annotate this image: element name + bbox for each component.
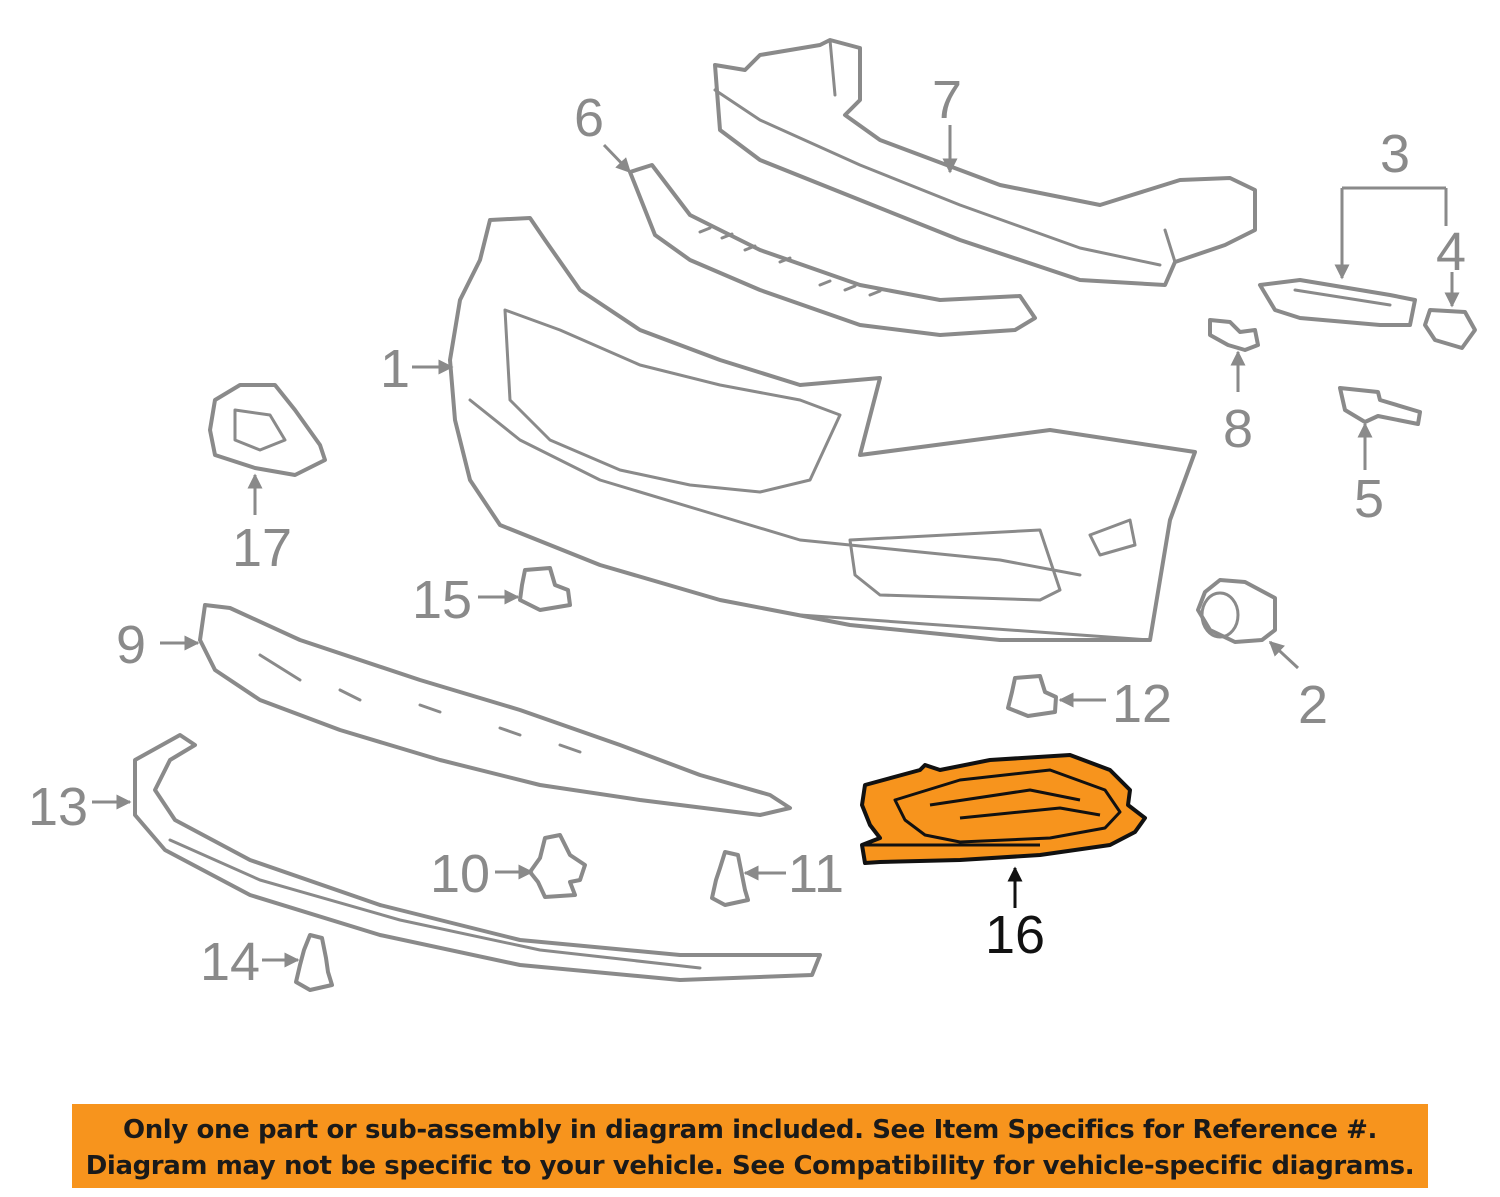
callout-13: 13 — [28, 777, 88, 837]
notice-line-2: Diagram may not be specific to your vehi… — [85, 1151, 1415, 1181]
bumper-cover-part-1 — [448, 216, 1197, 642]
bolt-part-8 — [1208, 318, 1260, 352]
impact-bar-part-7 — [713, 38, 1257, 287]
leader-lines — [92, 125, 1460, 968]
callout-9: 9 — [116, 615, 146, 675]
push-pin-part-10 — [528, 833, 587, 899]
sensor-part-2 — [1196, 578, 1277, 644]
leader-6 — [602, 143, 632, 174]
sensor-bracket-part-17 — [208, 383, 327, 477]
callout-5: 5 — [1354, 469, 1384, 529]
nut-part-12 — [1006, 674, 1058, 718]
fog-lamp-bezel-part-16 — [860, 753, 1147, 865]
callout-12: 12 — [1112, 674, 1172, 734]
callout-8: 8 — [1223, 399, 1253, 459]
deflector-part-9 — [198, 603, 792, 817]
notice-banner: Only one part or sub-assembly in diagram… — [72, 1104, 1428, 1188]
callout-16: 16 — [985, 905, 1045, 965]
callout-15: 15 — [412, 570, 472, 630]
sensor-bracket-part-3 — [1258, 278, 1417, 327]
spoiler-part-13 — [133, 733, 822, 982]
pin-part-5 — [1338, 386, 1422, 426]
callout-3: 3 — [1380, 124, 1410, 184]
callout-17: 17 — [232, 518, 292, 578]
callout-14: 14 — [200, 932, 260, 992]
upper-absorber-part-6 — [628, 163, 1037, 337]
leader-2 — [1268, 640, 1300, 670]
callout-11: 11 — [788, 844, 844, 904]
push-pin-part-11 — [710, 850, 750, 907]
callout-2: 2 — [1298, 675, 1328, 735]
parts-diagram: 1 2 3 4 5 6 7 8 9 10 11 12 13 14 15 16 1… — [28, 38, 1477, 992]
retainer-part-4 — [1423, 308, 1477, 350]
callout-numbers: 1 2 3 4 5 6 7 8 9 10 11 12 13 14 15 16 1… — [28, 70, 1466, 992]
callout-7: 7 — [932, 70, 962, 130]
push-pin-part-14 — [294, 933, 334, 992]
notice-line-1: Only one part or sub-assembly in diagram… — [123, 1115, 1377, 1145]
callout-4: 4 — [1436, 222, 1466, 282]
callout-1: 1 — [380, 339, 410, 399]
nut-part-15 — [518, 566, 572, 612]
callout-6: 6 — [574, 88, 604, 148]
callout-10: 10 — [430, 844, 490, 904]
